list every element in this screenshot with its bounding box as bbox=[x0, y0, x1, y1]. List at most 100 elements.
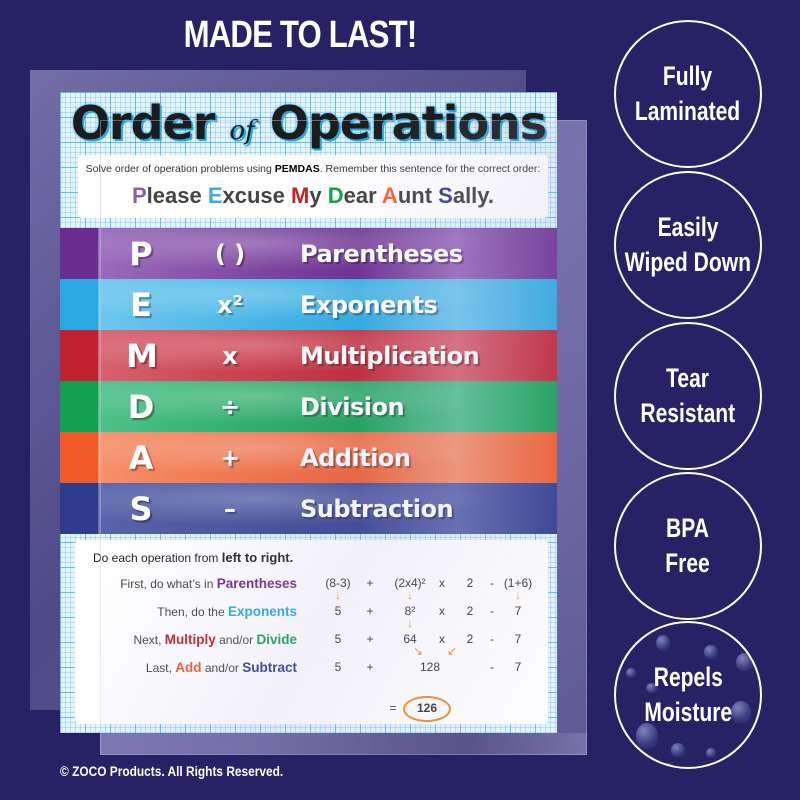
expression-term: (8-3) bbox=[325, 576, 351, 590]
worked-example-box: Do each operation from left to right. Fi… bbox=[75, 540, 548, 724]
orange-arrow-icon: ↓ bbox=[407, 616, 413, 630]
intro-suffix: . Remember this sentence for the correct… bbox=[319, 163, 541, 175]
final-result: 126 bbox=[416, 701, 438, 715]
row-symbol: ( ) bbox=[214, 239, 246, 268]
step-prefix: First, do what’s in bbox=[120, 577, 217, 591]
step-mid: and/or bbox=[215, 633, 257, 647]
water-drop-icon bbox=[626, 668, 636, 678]
step-label-1: First, do what’s in Parentheses bbox=[75, 576, 297, 591]
badge-line2: Laminated bbox=[635, 96, 741, 126]
badge-line2: Moisture bbox=[644, 697, 732, 727]
expression-term: + bbox=[366, 604, 374, 618]
row-letter: P bbox=[129, 234, 153, 273]
mnemonic-word-rest: unt bbox=[397, 183, 439, 208]
row-word: Division bbox=[300, 392, 405, 421]
step-keyword: Exponents bbox=[227, 604, 297, 619]
badge-line2: Wiped Down bbox=[624, 247, 752, 277]
badge-line1: Easily bbox=[657, 212, 719, 242]
water-drop-icon bbox=[636, 723, 658, 749]
row-symbol: – bbox=[224, 494, 236, 523]
row-word: Multiplication bbox=[300, 341, 480, 370]
step-mid: and/or bbox=[201, 661, 243, 675]
expression-term: - bbox=[490, 632, 494, 646]
row-letter: E bbox=[130, 285, 152, 324]
badge-line1: Tear bbox=[666, 363, 710, 393]
orange-arrow-icon: ↓ bbox=[515, 588, 521, 602]
step-keyword: Add bbox=[175, 660, 202, 675]
row-symbol: ÷ bbox=[219, 392, 241, 421]
feature-badge-bpa: BPA Free bbox=[614, 472, 762, 620]
step-keyword2: Divide bbox=[256, 632, 297, 647]
mnemonic-initial: M bbox=[291, 183, 310, 208]
expression-term: + bbox=[366, 632, 374, 646]
step-keyword2: Subtract bbox=[242, 660, 297, 675]
badge-line1: BPA bbox=[666, 513, 710, 543]
expression-term: x bbox=[439, 632, 445, 646]
expression-term: 5 bbox=[334, 660, 342, 674]
badge-line1: Fully bbox=[663, 61, 713, 91]
mnemonic-initial: P bbox=[131, 183, 147, 208]
expression-term: 2 bbox=[466, 632, 474, 646]
instruction-bold: left to right. bbox=[221, 550, 294, 565]
row-symbol: x² bbox=[217, 290, 243, 319]
row-word: Subtraction bbox=[300, 494, 454, 523]
step-prefix: Next, bbox=[133, 633, 165, 647]
row-word: Parentheses bbox=[300, 239, 463, 268]
intro-pemdas: PEMDAS bbox=[274, 163, 320, 175]
mnemonic-word-rest: y bbox=[309, 183, 328, 208]
orange-arrow-icon: ↙ bbox=[446, 644, 458, 658]
expression-term: x bbox=[439, 604, 445, 618]
step-prefix: Last, bbox=[145, 661, 176, 675]
row-letter: D bbox=[127, 387, 155, 426]
expression-term: (1+6) bbox=[503, 576, 533, 590]
title-part1: Order bbox=[70, 96, 230, 150]
water-drop-icon bbox=[706, 748, 716, 758]
step-keyword: Multiply bbox=[164, 632, 216, 647]
mnemonic-word-rest: lease bbox=[146, 183, 208, 208]
pemdas-row-division: D ÷ Division bbox=[60, 381, 557, 432]
title-of: of bbox=[229, 116, 255, 146]
step-keyword: Parentheses bbox=[216, 576, 297, 591]
intro-box: Solve order of operation problems using … bbox=[78, 155, 548, 218]
poster-title: Order of Operations bbox=[60, 96, 557, 150]
order-of-operations-poster: Order of Operations Solve order of opera… bbox=[60, 92, 557, 733]
mnemonic-initial: D bbox=[327, 183, 344, 208]
water-drop-icon bbox=[646, 683, 658, 693]
pemdas-row-multiplication: M x Multiplication bbox=[60, 330, 557, 381]
expression-term: 64 bbox=[403, 632, 417, 646]
instruction-prefix: Do each operation from bbox=[93, 551, 222, 565]
expression-term: 7 bbox=[514, 660, 522, 674]
pemdas-row-subtraction: S – Subtraction bbox=[60, 483, 557, 534]
expression-term: - bbox=[490, 660, 494, 674]
step-label-4: Last, Add and/or Subtract bbox=[75, 660, 297, 675]
water-drop-icon bbox=[731, 701, 751, 723]
water-drop-icon bbox=[656, 635, 670, 651]
badge-line1: Repels bbox=[653, 662, 723, 692]
title-part2: Operations bbox=[254, 96, 547, 150]
water-drop-icon bbox=[736, 653, 754, 671]
row-symbol: x bbox=[222, 341, 238, 370]
result-circle bbox=[403, 696, 451, 722]
expression-term: 7 bbox=[514, 604, 522, 618]
row-word: Addition bbox=[300, 443, 411, 472]
headline: MADE TO LAST! bbox=[183, 14, 418, 56]
expression-term: 128 bbox=[419, 660, 441, 674]
equals-sign: = bbox=[389, 701, 397, 715]
intro-text: Solve order of operation problems using … bbox=[78, 163, 548, 175]
water-drop-icon bbox=[671, 743, 685, 757]
orange-arrow-icon: ↓ bbox=[407, 588, 413, 602]
expression-term: 5 bbox=[334, 632, 342, 646]
pemdas-row-parentheses: P ( ) Parentheses bbox=[60, 228, 557, 279]
badge-line2: Free bbox=[665, 548, 711, 578]
expression-term: + bbox=[366, 660, 374, 674]
expression-term: 8² bbox=[404, 604, 416, 618]
orange-arrow-icon: ↘ bbox=[412, 644, 424, 658]
row-letter: A bbox=[128, 438, 154, 477]
copyright-text: © ZOCO Products. All Rights Reserved. bbox=[60, 763, 284, 779]
row-symbol: + bbox=[219, 443, 241, 472]
expression-term: 5 bbox=[334, 604, 342, 618]
pemdas-rows: P ( ) Parentheses E x² Exponents M x Mul… bbox=[60, 228, 557, 534]
expression-term: - bbox=[490, 604, 494, 618]
